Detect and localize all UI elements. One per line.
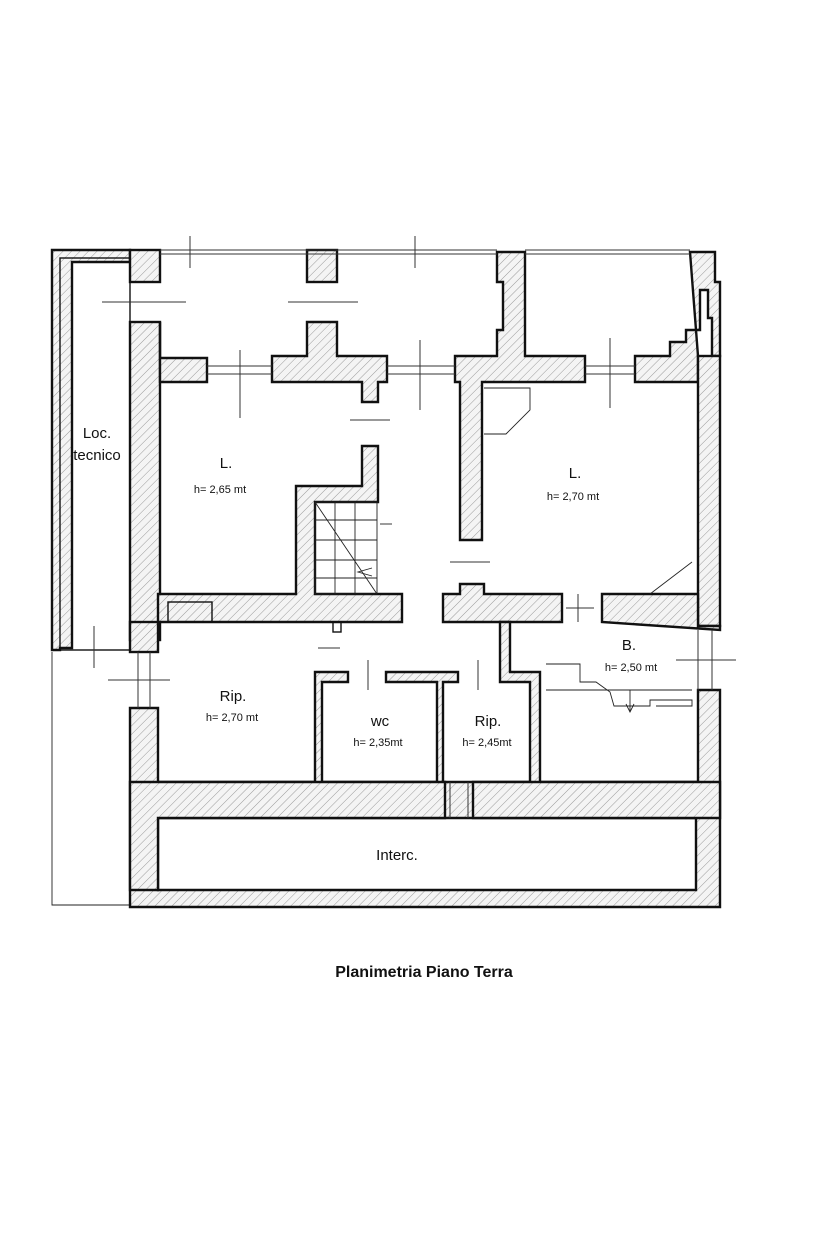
portico-walls	[128, 248, 722, 642]
room-name-crawlspace: Interc.	[376, 847, 418, 864]
bath-fixtures	[93, 387, 736, 818]
room-name-storage-left: Rip.	[220, 688, 247, 705]
room-height-living-right: h= 2,70 mt	[547, 491, 599, 503]
room-name-loc-tecnico-line1: Loc.	[83, 425, 111, 442]
plan-title: Planimetria Piano Terra	[335, 964, 513, 981]
room-name-storage-center: Rip.	[475, 713, 502, 730]
room-height-storage-center: h= 2,45mt	[462, 737, 511, 749]
room-name-bath: B.	[622, 637, 636, 654]
room-height-living-left: h= 2,65 mt	[194, 484, 246, 496]
central-walls	[156, 444, 722, 633]
room-name-living-right: L.	[569, 465, 582, 482]
lower-walls	[128, 620, 722, 909]
room-height-wc: h= 2,35mt	[353, 737, 402, 749]
room-height-bath: h= 2,50 mt	[605, 662, 657, 674]
site-outline	[51, 652, 130, 906]
room-name-loc-tecnico-line2: tecnico	[73, 447, 121, 464]
room-name-wc: wc	[370, 713, 390, 730]
room-name-living-left: L.	[220, 455, 233, 472]
room-height-storage-left: h= 2,70 mt	[206, 712, 258, 724]
staircase	[314, 501, 392, 595]
upper-openings	[102, 236, 690, 418]
